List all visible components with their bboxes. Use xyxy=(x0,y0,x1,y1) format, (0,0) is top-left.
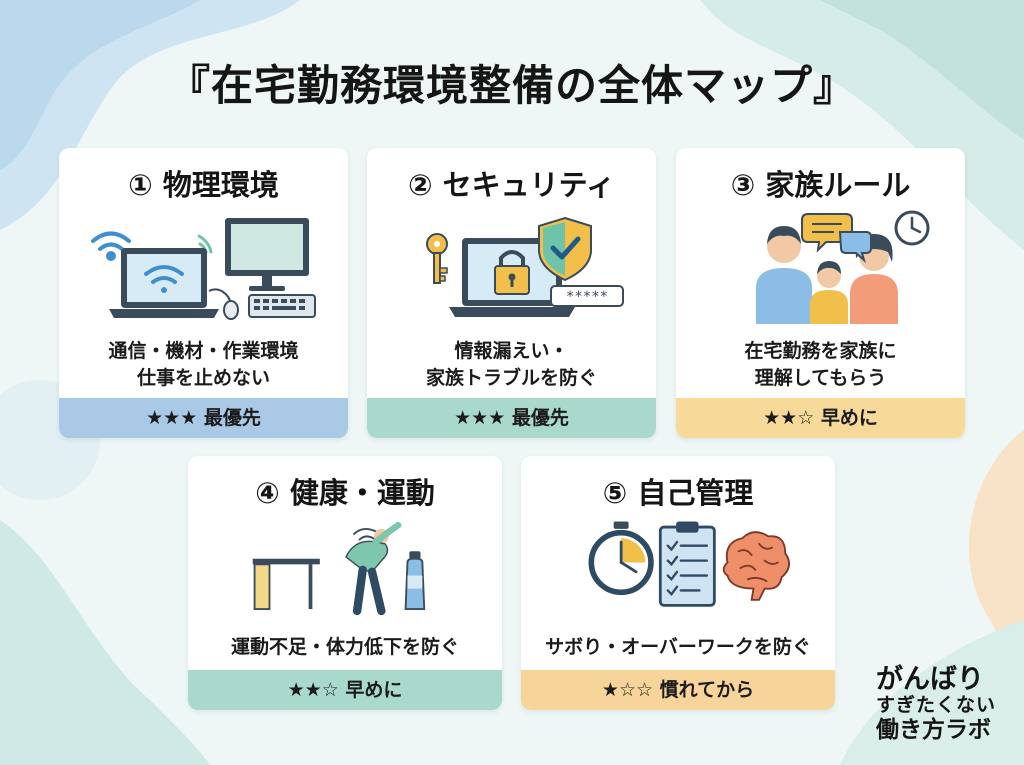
security-illustration: ***** xyxy=(426,216,624,317)
card-description: 在宅勤務を家族に 理解してもらう xyxy=(744,340,897,389)
key-icon xyxy=(426,233,448,284)
card-description: 情報漏えい・ 家族トラブルを防ぐ xyxy=(425,340,597,389)
family-rules-illustration xyxy=(756,210,930,324)
card-description: 通信・機材・作業環境 仕事を止めない xyxy=(108,340,299,389)
shield-check-icon xyxy=(538,216,592,282)
wifi-icon xyxy=(91,231,131,261)
physical-environment-illustration xyxy=(91,218,316,320)
stretching-person-icon xyxy=(345,521,402,616)
card-description: 運動不足・体力低下を防ぐ xyxy=(230,636,459,658)
brand-line-3: 働き方ラボ xyxy=(876,716,991,743)
priority-band: ★★☆ 早めに xyxy=(188,670,502,710)
brand-line-2: すぎたくない xyxy=(876,694,997,717)
speech-bubble-icon xyxy=(801,213,872,263)
password-field-icon: ***** xyxy=(550,285,624,307)
keyboard-icon xyxy=(248,294,316,318)
brain-icon xyxy=(722,531,790,601)
card-health-exercise: ④ 健康・運動 運動不足・体力低下を防ぐ ★★☆ 早めに xyxy=(188,456,502,710)
stopwatch-icon xyxy=(588,521,654,596)
priority-band: ★☆☆ 慣れてから xyxy=(521,670,835,710)
card-title: ⑤ 自己管理 xyxy=(602,476,754,510)
brand-line-1: がんばり xyxy=(876,664,984,695)
health-exercise-illustration xyxy=(252,521,426,616)
mouse-icon xyxy=(208,288,239,320)
card-title: ③ 家族ルール xyxy=(730,168,911,202)
card-self-management: ⑤ 自己管理 サボり・オーバーワークを防ぐ ★ xyxy=(521,456,835,710)
card-security: ② セキュリティ ***** 情報漏え xyxy=(367,148,656,438)
card-title: ② セキュリティ xyxy=(408,168,615,202)
self-management-illustration xyxy=(588,521,790,607)
desk-icon xyxy=(252,558,320,611)
priority-band: ★★☆ 早めに xyxy=(676,398,965,438)
monitor-icon xyxy=(225,218,309,291)
priority-band: ★★★ 最優先 xyxy=(367,398,656,438)
padlock-icon xyxy=(494,250,530,295)
checklist-clipboard-icon xyxy=(658,521,716,607)
page-title: 『在宅勤務環境整備の全体マップ』 xyxy=(167,61,856,110)
password-mask: ***** xyxy=(566,289,608,305)
priority-band: ★★★ 最優先 xyxy=(59,398,348,438)
clock-icon xyxy=(894,210,930,246)
water-bottle-icon xyxy=(404,551,426,611)
card-title: ④ 健康・運動 xyxy=(255,476,435,510)
brand-logo: がんばり すぎたくない 働き方ラボ xyxy=(876,664,1016,743)
card-title: ① 物理環境 xyxy=(128,168,279,202)
card-physical-environment: ① 物理環境 xyxy=(59,148,348,438)
laptop-icon xyxy=(109,248,219,318)
card-family-rules: ③ 家族ルール 在宅勤務を家族に 理解してもらう ★★☆ 早めに xyxy=(676,148,965,438)
card-description: サボり・オーバーワークを防ぐ xyxy=(545,636,811,658)
